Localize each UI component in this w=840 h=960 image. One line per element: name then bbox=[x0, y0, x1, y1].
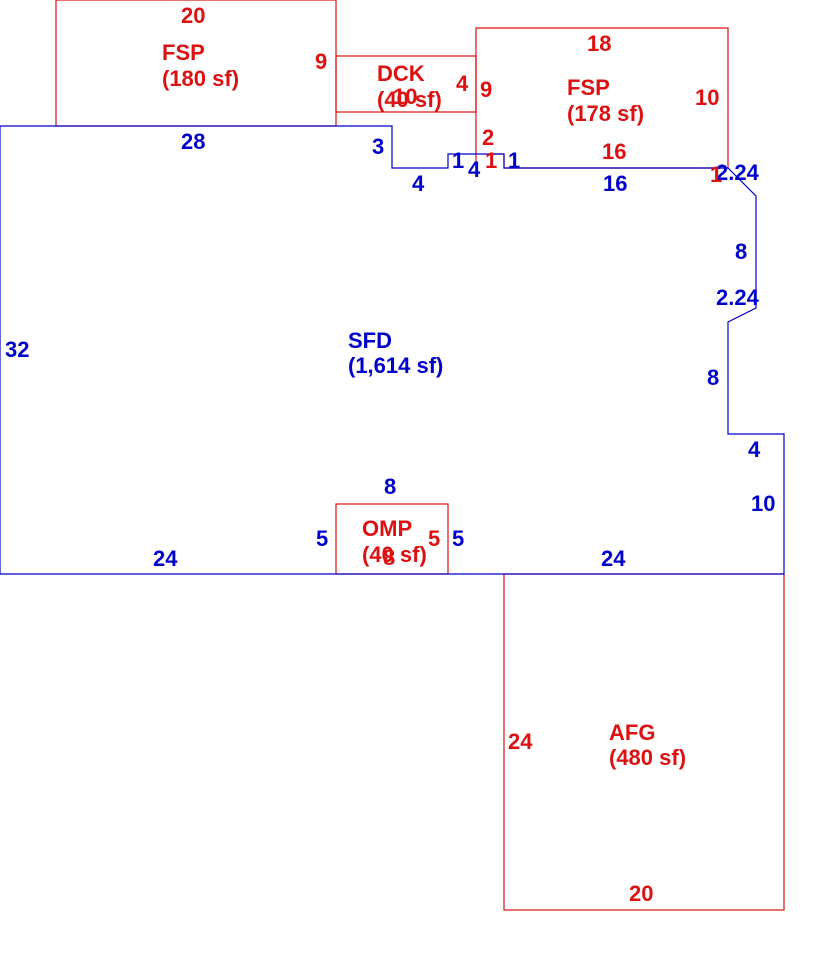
dim-label: 18 bbox=[587, 31, 611, 56]
omp-code: OMP bbox=[362, 516, 412, 541]
dim-label: 16 bbox=[602, 139, 626, 164]
afg-code: AFG bbox=[609, 720, 655, 745]
dck-code: DCK bbox=[377, 61, 425, 86]
area-labels: SFD (1,614 sf) FSP (180 sf) DCK (40 sf) … bbox=[162, 40, 686, 770]
dim-label: 3 bbox=[372, 134, 384, 159]
dim-label: 5 bbox=[316, 526, 328, 551]
dim-label: 10 bbox=[751, 491, 775, 516]
fsp-right-code: FSP bbox=[567, 75, 610, 100]
dim-label: 24 bbox=[153, 546, 178, 571]
dck-area: (40 sf) bbox=[377, 87, 442, 112]
sfd-area: (1,614 sf) bbox=[348, 353, 443, 378]
dim-label: 2.24 bbox=[716, 285, 760, 310]
dim-label: 4 bbox=[748, 437, 761, 462]
sfd-outline bbox=[0, 125, 785, 575]
dim-label: 16 bbox=[603, 171, 627, 196]
dim-label: 9 bbox=[315, 49, 327, 74]
afg-area: (480 sf) bbox=[609, 745, 686, 770]
dim-label: 32 bbox=[5, 337, 29, 362]
dim-label: 20 bbox=[629, 881, 653, 906]
dim-label: 1 bbox=[452, 148, 464, 173]
dim-label: 10 bbox=[393, 84, 417, 109]
fsp-right-area: (178 sf) bbox=[567, 101, 644, 126]
dim-label: 5 bbox=[428, 526, 440, 551]
dim-label: 8 bbox=[707, 365, 719, 390]
dim-label: 2 bbox=[482, 125, 494, 150]
dim-label: 20 bbox=[181, 3, 205, 28]
dim-label: 9 bbox=[480, 77, 492, 102]
omp-area: (40 sf) bbox=[362, 542, 427, 567]
dim-label: 4 bbox=[468, 157, 481, 182]
sfd-dimension-labels: 32 28 3 4 1 4 1 16 2.24 8 2.24 8 4 10 24… bbox=[5, 129, 775, 571]
fsp-left-code: FSP bbox=[162, 40, 205, 65]
dim-label: 24 bbox=[601, 546, 626, 571]
dim-label: 8 bbox=[735, 239, 747, 264]
dim-label: 8 bbox=[383, 545, 395, 570]
dim-label: 8 bbox=[384, 474, 396, 499]
dim-label: 10 bbox=[695, 85, 719, 110]
dim-label: 2.24 bbox=[716, 160, 760, 185]
dim-label: 5 bbox=[452, 526, 464, 551]
dim-label: 24 bbox=[508, 729, 533, 754]
dim-label: 1 bbox=[508, 148, 520, 173]
fsp-left-area: (180 sf) bbox=[162, 66, 239, 91]
dim-label: 1 bbox=[710, 162, 722, 187]
additions-outlines bbox=[55, 0, 785, 911]
sfd-code: SFD bbox=[348, 328, 392, 353]
dim-label: 1 bbox=[485, 148, 497, 173]
dim-label: 4 bbox=[456, 71, 469, 96]
dim-label: 28 bbox=[181, 129, 205, 154]
dim-label: 4 bbox=[412, 171, 425, 196]
addition-dimension-labels: 20 9 10 4 18 9 10 16 2 1 1 5 8 24 20 bbox=[181, 3, 722, 906]
